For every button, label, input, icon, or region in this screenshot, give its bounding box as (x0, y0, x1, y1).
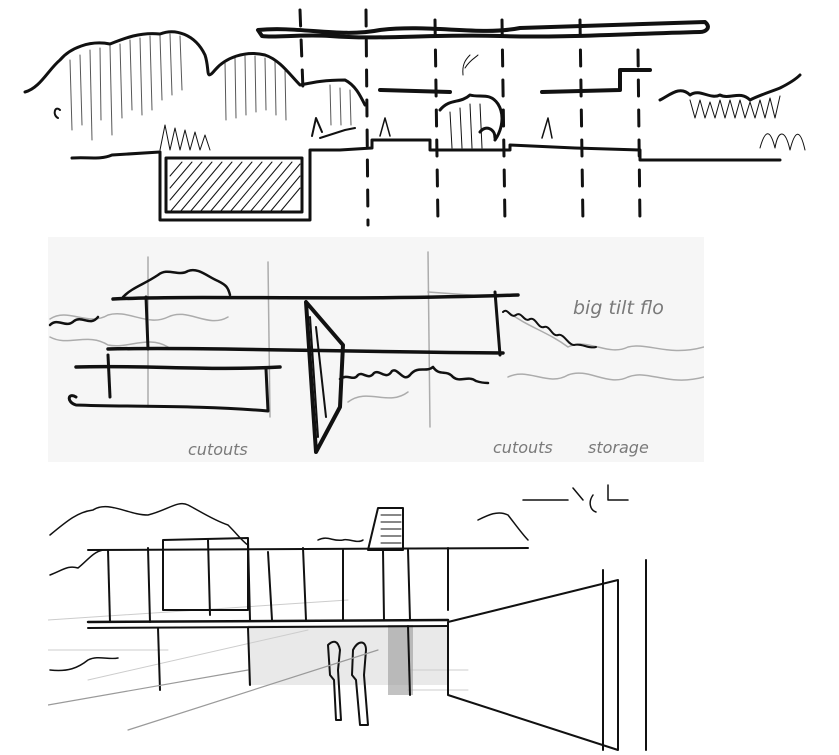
shaded-undercroft (248, 625, 448, 685)
site-section-drawing (23, 8, 806, 227)
massing-section-drawing: big tilt flo cutouts cutouts storage (48, 251, 704, 459)
annotation-cutouts-right: cutouts (493, 438, 553, 457)
annotation-cutouts-left: cutouts (188, 440, 248, 459)
figure-person-right (351, 641, 369, 726)
site-section-sketch (0, 0, 839, 230)
annotation-big-tilt-floor: big tilt flo (573, 297, 664, 319)
massing-section-sketch: big tilt flo cutouts cutouts storage (48, 237, 704, 462)
figure-person-left (327, 640, 342, 721)
perspective-sketch (48, 480, 660, 755)
perspective-drawing (48, 484, 647, 751)
annotation-storage: storage (588, 438, 649, 457)
